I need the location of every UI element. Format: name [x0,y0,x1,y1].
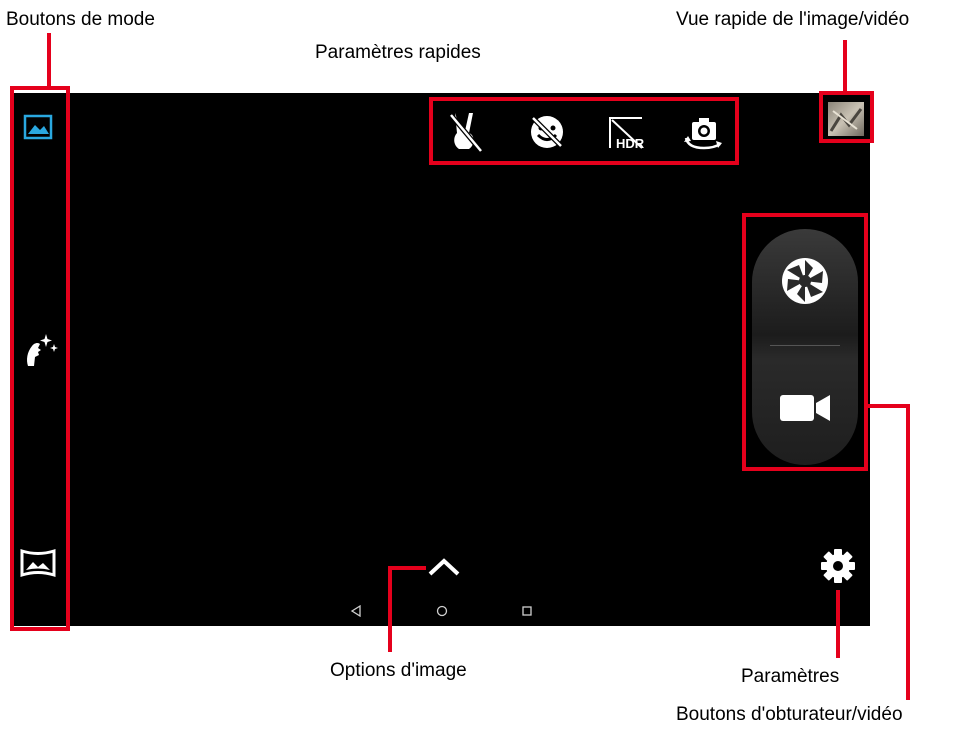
switch-camera-icon[interactable] [680,110,728,154]
shutter-divider [770,345,840,346]
shutter-button[interactable] [778,254,832,308]
smile-shot-icon[interactable] [524,110,570,154]
video-camera-icon [780,395,830,421]
quick-view-leader [843,40,847,93]
quick-view-thumbnail[interactable] [826,100,866,138]
camera-viewfinder[interactable] [10,93,870,626]
mode-buttons-leader [47,33,51,88]
hdr-text: HDR [616,136,645,151]
aperture-icon [782,258,828,304]
mode-buttons-highlight [10,86,70,631]
shutter-buttons-label: Boutons d'obturateur/vidéo [676,704,903,725]
recents-icon[interactable] [519,603,535,619]
beauty-mode-icon[interactable] [18,328,62,372]
photo-mode-icon[interactable] [20,112,56,142]
shutter-leader-vertical [906,404,910,700]
mode-buttons-label: Boutons de mode [6,9,155,30]
quick-view-label: Vue rapide de l'image/vidéo [676,9,910,30]
panorama-mode-icon[interactable] [18,545,58,581]
gesture-shot-icon[interactable] [442,108,488,154]
image-options-chevron-up-icon[interactable] [424,554,464,580]
image-options-label: Options d'image [330,660,467,681]
settings-leader [836,590,840,658]
settings-gear-icon[interactable] [818,546,858,586]
back-icon[interactable] [348,603,364,619]
settings-label: Paramètres [741,666,840,687]
quick-settings-highlight [429,97,739,165]
hdr-icon[interactable]: HDR [602,110,650,154]
home-icon[interactable] [434,603,450,619]
shutter-buttons-highlight [742,213,868,471]
shutter-leader-horizontal [866,404,910,408]
image-options-leader-horizontal [388,566,426,570]
quick-settings-label: Paramètres rapides [315,42,481,63]
quick-view-highlight [819,91,874,143]
video-record-button[interactable] [774,388,836,428]
image-options-leader-vertical [388,566,392,652]
